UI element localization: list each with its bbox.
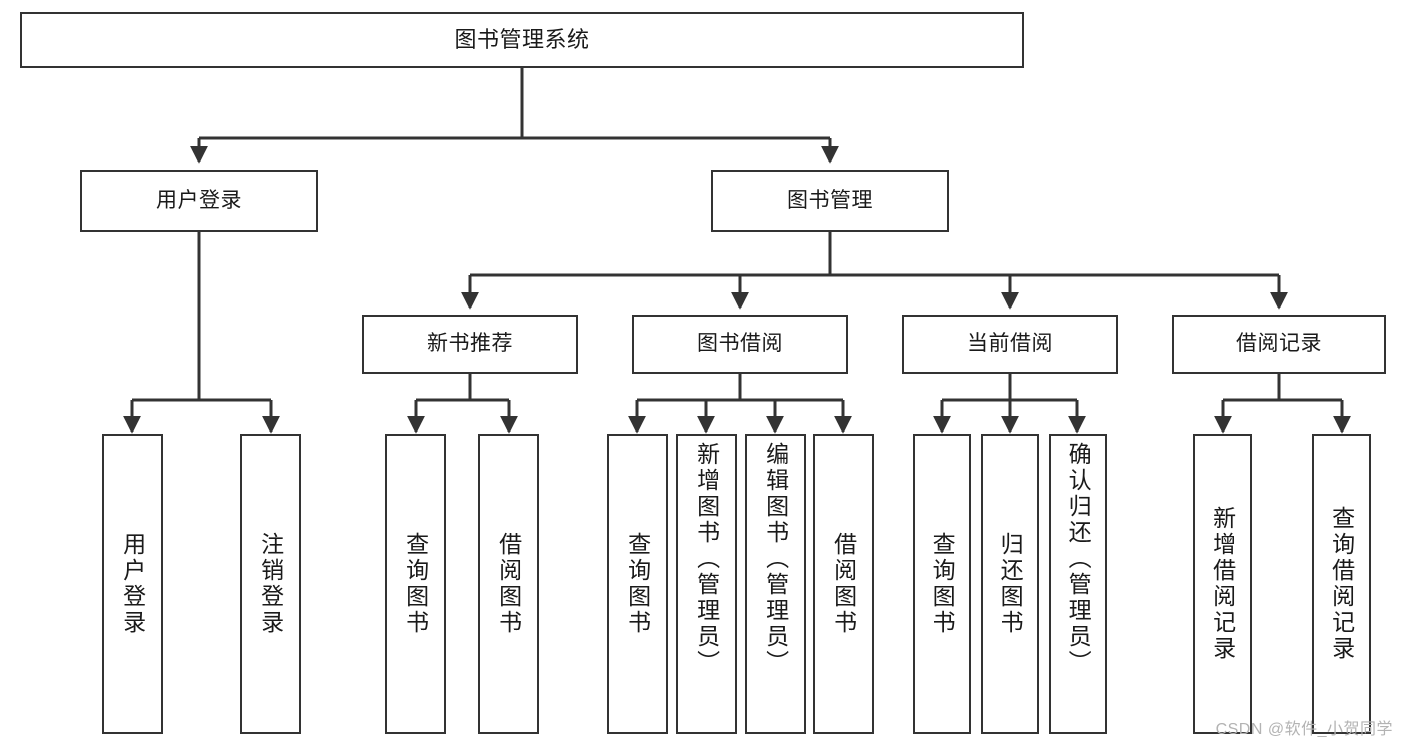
node-leaf-add-record-label: 新增借阅记录: [1209, 506, 1236, 662]
node-new-book-recommend-label: 新书推荐: [427, 332, 513, 356]
node-leaf-user-logout-label: 注销登录: [257, 532, 284, 636]
node-book-management[interactable]: 图书管理: [711, 170, 949, 232]
node-leaf-return-book-label: 归还图书: [997, 532, 1024, 636]
watermark: CSDN @软件_小贺同学: [1215, 721, 1393, 738]
node-borrow-record[interactable]: 借阅记录: [1172, 315, 1386, 374]
node-leaf-edit-book-label: 编辑图书（管理员）: [762, 442, 789, 676]
node-leaf-query-book-3[interactable]: 查询图书: [913, 434, 971, 734]
node-leaf-add-book-label: 新增图书（管理员）: [693, 442, 720, 676]
node-leaf-query-book-3-label: 查询图书: [929, 532, 956, 636]
node-root[interactable]: 图书管理系统: [20, 12, 1024, 68]
node-leaf-borrow-book-2-label: 借阅图书: [830, 532, 857, 636]
node-user-login-label: 用户登录: [156, 188, 242, 212]
node-leaf-user-login[interactable]: 用户登录: [102, 434, 163, 734]
node-leaf-borrow-book-2[interactable]: 借阅图书: [813, 434, 874, 734]
node-leaf-borrow-book-1-label: 借阅图书: [495, 532, 522, 636]
node-leaf-edit-book[interactable]: 编辑图书（管理员）: [745, 434, 806, 734]
node-leaf-query-book-1-label: 查询图书: [402, 532, 429, 636]
node-leaf-borrow-book-1[interactable]: 借阅图书: [478, 434, 539, 734]
node-borrow-record-label: 借阅记录: [1236, 332, 1322, 356]
node-leaf-user-login-label: 用户登录: [119, 532, 146, 636]
node-leaf-confirm-return-label: 确认归还（管理员）: [1065, 442, 1092, 676]
node-current-borrow[interactable]: 当前借阅: [902, 315, 1118, 374]
node-leaf-add-book[interactable]: 新增图书（管理员）: [676, 434, 737, 734]
node-new-book-recommend[interactable]: 新书推荐: [362, 315, 578, 374]
node-leaf-add-record[interactable]: 新增借阅记录: [1193, 434, 1252, 734]
node-leaf-query-record[interactable]: 查询借阅记录: [1312, 434, 1371, 734]
node-leaf-user-logout[interactable]: 注销登录: [240, 434, 301, 734]
node-user-login[interactable]: 用户登录: [80, 170, 318, 232]
node-leaf-return-book[interactable]: 归还图书: [981, 434, 1039, 734]
node-leaf-query-record-label: 查询借阅记录: [1328, 506, 1355, 662]
node-leaf-query-book-2[interactable]: 查询图书: [607, 434, 668, 734]
node-leaf-query-book-2-label: 查询图书: [624, 532, 651, 636]
node-book-management-label: 图书管理: [787, 188, 873, 212]
node-leaf-query-book-1[interactable]: 查询图书: [385, 434, 446, 734]
node-book-borrow-label: 图书借阅: [697, 332, 783, 356]
node-leaf-confirm-return[interactable]: 确认归还（管理员）: [1049, 434, 1107, 734]
node-current-borrow-label: 当前借阅: [967, 332, 1053, 356]
node-root-label: 图书管理系统: [454, 27, 590, 53]
node-book-borrow[interactable]: 图书借阅: [632, 315, 848, 374]
